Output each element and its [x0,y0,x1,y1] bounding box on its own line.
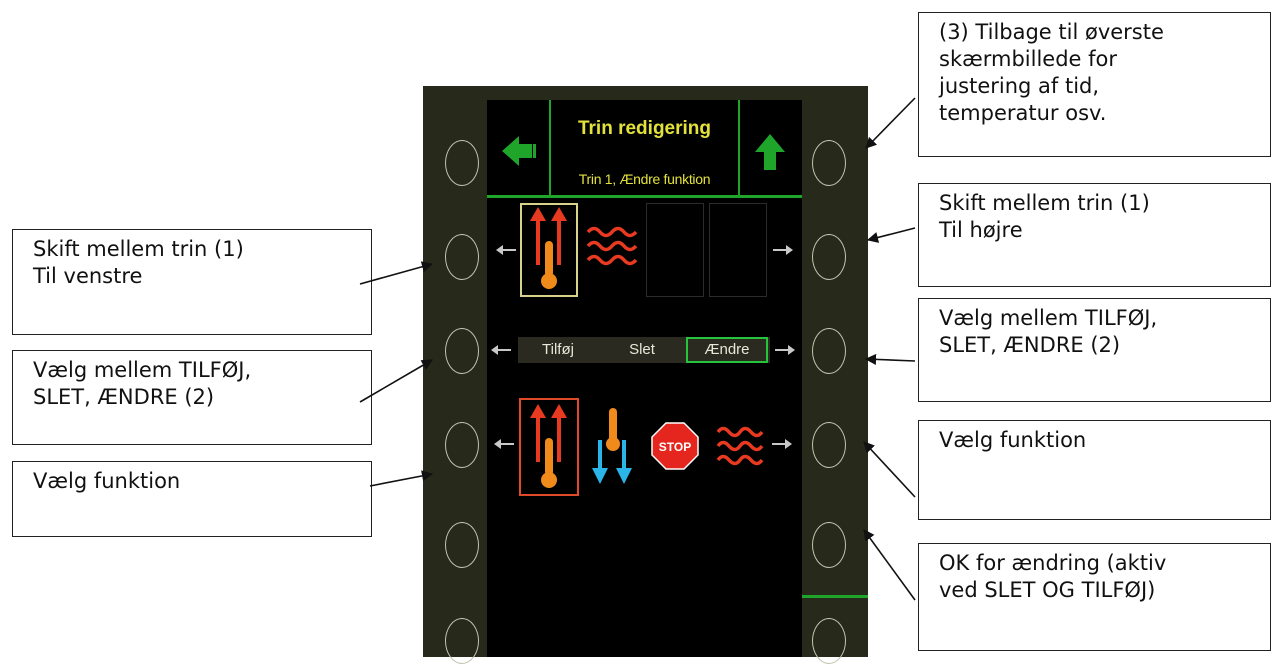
header-divider-left [549,100,551,195]
step-slot-1[interactable] [520,203,578,297]
header-divider-right [738,100,740,195]
mode-option-aendre[interactable]: Ændre [686,337,768,363]
step-right-arrow-icon [773,245,793,255]
step-slot-2[interactable] [583,203,641,297]
ok-indicator-line [802,595,868,598]
callout-ok-right: OK for ændring (aktiv ved SLET OG TILFØJ… [918,543,1271,651]
leader-mode-right [864,353,916,366]
mode-option-tilfoej[interactable]: Tilføj [542,341,574,358]
hw-button-left-4-function-left[interactable] [445,422,479,468]
screen-subtitle: Trin 1, Ændre funktion [578,171,711,187]
callout-back-top: (3) Tilbage til øverste skærmbillede for… [918,12,1271,157]
up-arrow-icon[interactable] [753,132,787,172]
function-option-heat-up[interactable] [519,398,579,496]
mode-selector: Tilføj Slet Ændre [518,337,770,363]
hw-button-left-2-step-left[interactable] [445,234,479,280]
callout-step-right: Skift mellem trin (1) Til højre [918,183,1271,287]
leader-step-right [866,227,916,243]
callout-function-left: Vælg funktion [12,461,372,537]
callout-function-right: Vælg funktion [918,420,1271,520]
mode-right-arrow-icon [775,345,795,355]
stop-sign-label: STOP [659,440,691,454]
device-bezel-top [423,86,868,100]
hw-button-right-1-back-top[interactable] [812,140,846,186]
hw-button-right-3-mode-right[interactable] [812,328,846,374]
heat-waves-icon[interactable] [715,422,765,470]
device-screen: Trin redigering Trin 1, Ændre funktion [487,100,802,657]
hw-button-left-6[interactable] [445,618,479,664]
heat-up-thermometer-icon [530,404,567,488]
function-left-arrow-icon [494,439,514,449]
step-slot-3[interactable] [646,203,704,297]
hw-button-right-6[interactable] [812,618,846,664]
mode-option-slet[interactable]: Slet [629,341,655,358]
hw-button-left-1[interactable] [445,140,479,186]
callout-mode-right: Vælg mellem TILFØJ, SLET, ÆNDRE (2) [918,298,1271,402]
heat-up-thermometer-icon [530,207,567,289]
hw-button-right-2-step-right[interactable] [812,234,846,280]
back-arrow-icon[interactable] [500,134,538,168]
callout-mode-left: Vælg mellem TILFØJ, SLET, ÆNDRE (2) [12,350,372,445]
leader-back-top [865,97,916,149]
cool-down-thermometer-icon[interactable] [590,406,636,488]
callout-step-left: Skift mellem trin (1) Til venstre [12,229,372,335]
stop-sign-icon[interactable]: STOP [651,422,699,470]
hw-button-left-5[interactable] [445,522,479,568]
leader-ok-right [863,529,916,601]
step-slot-4[interactable] [709,203,767,297]
screen-title: Trin redigering [577,118,712,139]
hw-button-right-5-ok[interactable] [812,522,846,568]
header-bottom-line [487,195,802,198]
step-left-arrow-icon [496,245,516,255]
function-right-arrow-icon [772,439,792,449]
heat-waves-icon [586,226,638,266]
leader-function-right [863,441,916,498]
hw-button-right-4-function-right[interactable] [812,422,846,468]
hw-button-left-3-mode-left[interactable] [445,328,479,374]
mode-left-arrow-icon [491,345,511,355]
